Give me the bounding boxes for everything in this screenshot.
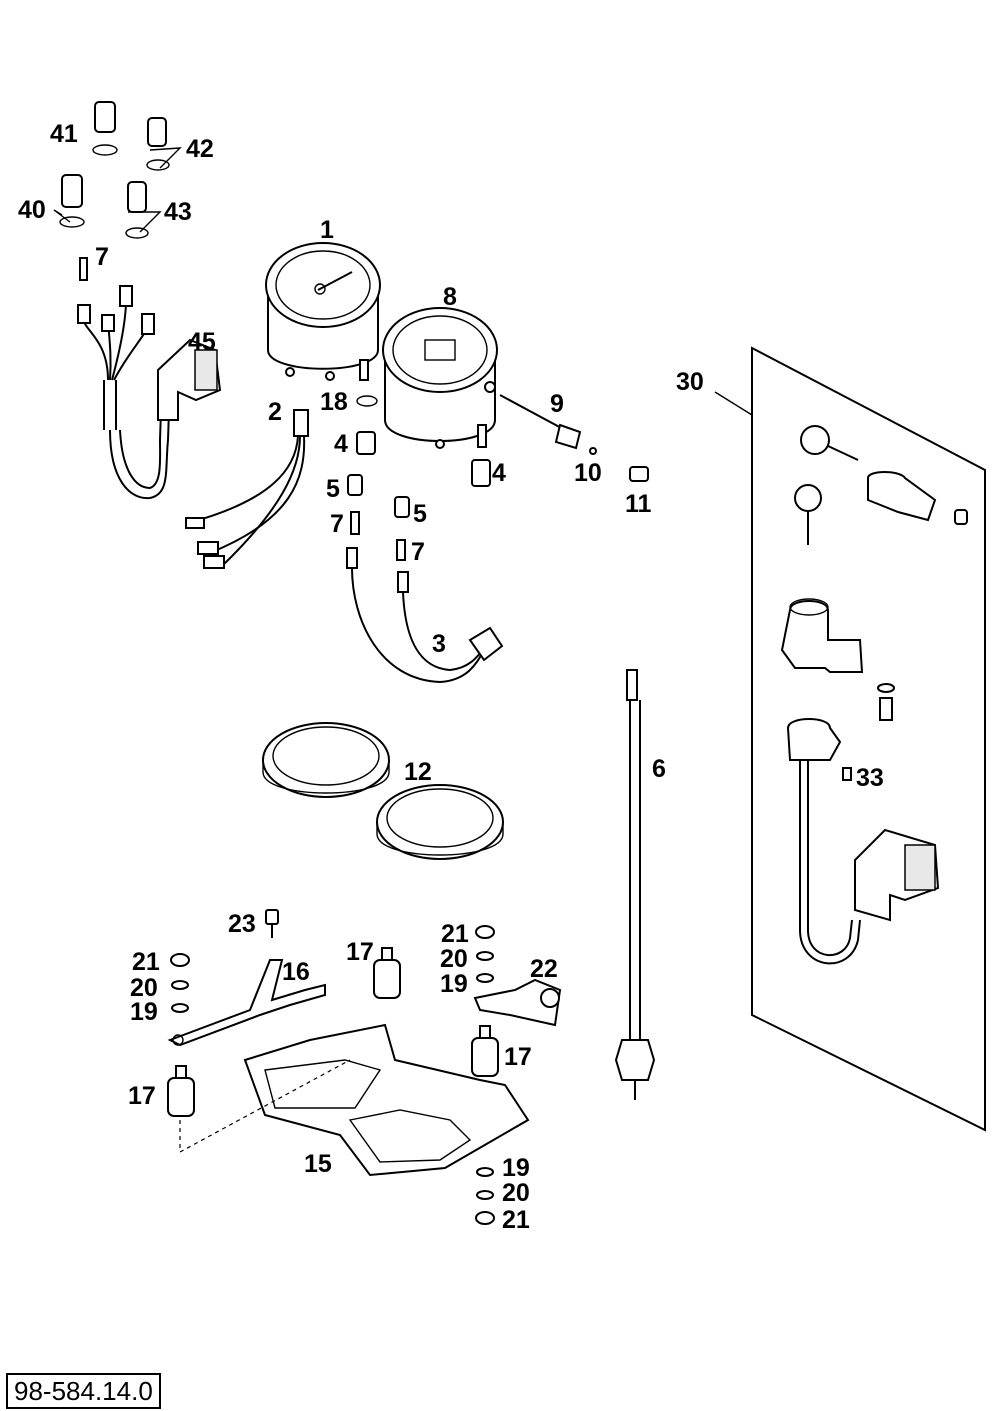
bulb-42 [146,117,182,171]
callout-4: 4 [334,430,348,458]
callout-2: 2 [268,398,282,426]
callout-19: 19 [502,1154,530,1182]
bulb-41 [92,101,118,156]
callout-6: 6 [652,755,666,783]
hardware [170,909,495,1225]
callout-5: 5 [413,500,427,528]
callout-17: 17 [504,1043,532,1071]
bracket-16 [167,959,326,1047]
mount-17-left [167,1065,195,1117]
callout-42: 42 [186,135,214,163]
callout-23: 23 [228,910,256,938]
callout-5: 5 [326,475,340,503]
speedo-drive-9 [499,394,649,482]
callout-10: 10 [574,459,602,487]
callout-41: 41 [50,120,78,148]
speedo-cable-6 [614,669,656,1100]
callout-15: 15 [304,1150,332,1178]
callout-3: 3 [432,630,446,658]
drawing-code: 98-584.14.0 [6,1373,161,1409]
callouts: 1 2 3 4 4 5 5 6 7 7 7 8 9 10 11 12 15 16… [18,120,884,1234]
bracket-22 [473,978,562,1027]
callout-20: 20 [502,1179,530,1207]
mount-17-right [471,1025,499,1077]
speedometer-8 [382,307,498,449]
callout-21: 21 [441,920,469,948]
cable-3 [346,547,504,684]
callout-17: 17 [128,1082,156,1110]
callout-4: 4 [492,459,506,487]
bezel-12 [262,722,504,860]
callout-19: 19 [130,998,158,1026]
callout-16: 16 [282,958,310,986]
bulb-40 [53,174,85,228]
callout-20: 20 [440,945,468,973]
callout-12: 12 [404,758,432,786]
tachometer-1 [265,242,381,381]
bulb-43 [125,181,162,239]
mount-17-mid [373,947,401,999]
spacers [347,395,491,561]
gasket-15 [179,1023,530,1177]
cable-2 [185,409,309,569]
callout-21: 21 [502,1206,530,1234]
callout-7: 7 [411,538,425,566]
callout-7: 7 [330,510,344,538]
callout-8: 8 [443,283,457,311]
callout-1: 1 [320,216,334,244]
callout-9: 9 [550,390,564,418]
ignition-kit-30 [714,346,986,1132]
callout-21: 21 [132,948,160,976]
callout-18: 18 [320,388,348,416]
wiring-harness-45 [77,257,222,500]
callout-30: 30 [676,368,704,396]
callout-45: 45 [188,328,216,356]
callout-19: 19 [440,970,468,998]
callout-33: 33 [856,764,884,792]
callout-22: 22 [530,955,558,983]
callout-40: 40 [18,196,46,224]
callout-11: 11 [625,490,652,518]
callout-7: 7 [95,243,109,271]
callout-17: 17 [346,938,374,966]
callout-20: 20 [130,974,158,1002]
callout-43: 43 [164,198,192,226]
